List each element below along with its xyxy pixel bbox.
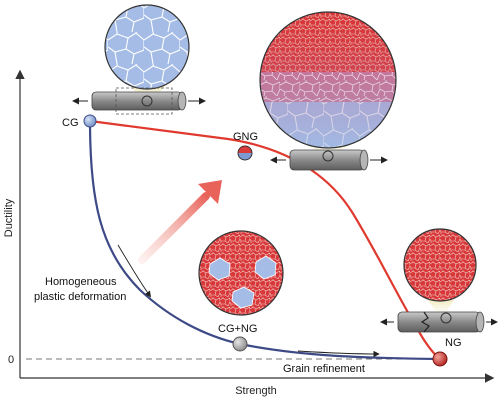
ng-beam xyxy=(428,300,454,312)
cg-label: CG xyxy=(62,117,79,129)
cg-microstructure xyxy=(104,4,190,90)
improvement-arrow xyxy=(138,180,222,264)
ng-label: NG xyxy=(445,337,462,349)
cg-tensile-specimen xyxy=(72,87,206,115)
cg-ng-microstructure xyxy=(198,230,284,316)
cg-ng-label: CG+NG xyxy=(218,323,257,335)
gng-tensile-specimen xyxy=(270,149,388,171)
grain-refinement-arrow xyxy=(297,350,380,358)
conventional-tradeoff-curve xyxy=(88,120,441,361)
y-zero-tick: 0 xyxy=(8,354,14,366)
homogeneous-label-line1: Homogeneous xyxy=(45,276,117,288)
ng-tensile-specimen xyxy=(380,311,498,333)
grain-refinement-label: Grain refinement xyxy=(283,363,365,375)
ng-point xyxy=(432,351,448,367)
axes: 0 Strength Ductility xyxy=(3,69,495,397)
fracture-crack xyxy=(420,311,430,333)
cg-ng-point xyxy=(232,336,248,352)
cg-point xyxy=(83,114,97,128)
homogeneous-arrow xyxy=(117,244,152,298)
ng-microstructure xyxy=(403,228,477,302)
gng-microstructure xyxy=(259,11,397,149)
homogeneous-label-line2: plastic deformation xyxy=(34,291,126,303)
y-axis-label: Ductility xyxy=(3,198,15,237)
gng-label: GNG xyxy=(233,131,258,143)
x-axis-label: Strength xyxy=(235,385,277,397)
gng-point xyxy=(237,145,253,161)
